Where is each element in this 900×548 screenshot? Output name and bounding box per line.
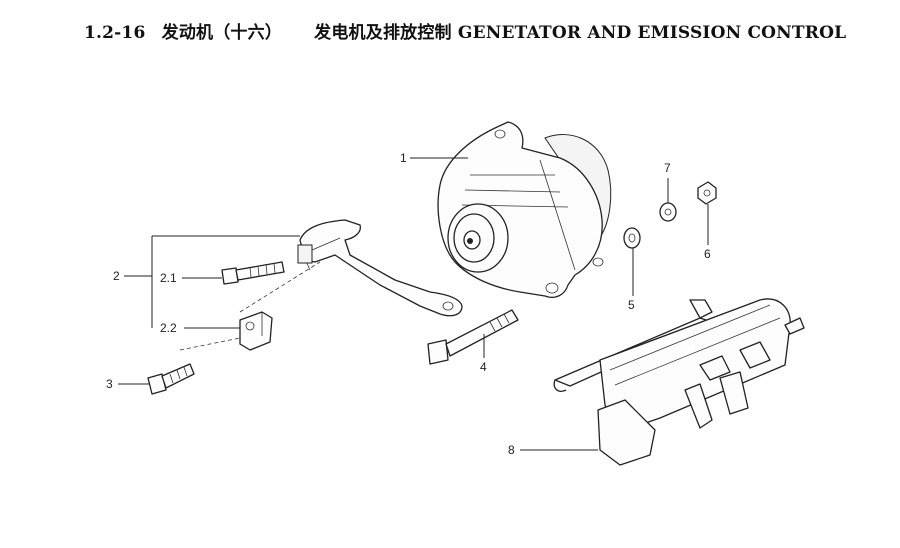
callout-labels: 1 2 2.1 2.2 3 4 5 6 7 8 xyxy=(106,151,711,457)
callout-2-2: 2.2 xyxy=(160,321,177,335)
bolt-part-2-1[interactable] xyxy=(221,261,285,285)
callout-7: 7 xyxy=(664,161,671,175)
bolt-part-3[interactable] xyxy=(147,363,195,395)
clamp-part-2-2[interactable] xyxy=(239,311,273,351)
emission-canister-part-8[interactable] xyxy=(553,298,805,466)
callout-6: 6 xyxy=(704,247,711,261)
callout-2-1: 2.1 xyxy=(160,271,177,285)
section-title-cn: 发动机（十六） xyxy=(161,23,283,43)
section-subtitle: 发电机及排放控制 GENETATOR AND EMISSION CONTROL xyxy=(314,23,847,43)
callout-1: 1 xyxy=(400,151,407,165)
washer-part-5[interactable] xyxy=(623,227,641,249)
callout-2: 2 xyxy=(113,269,120,283)
section-number: 1.2-16 xyxy=(84,23,146,43)
nut-part-6[interactable] xyxy=(697,181,717,205)
bracket-part-2[interactable] xyxy=(297,219,463,317)
callout-8: 8 xyxy=(508,443,515,457)
callout-3: 3 xyxy=(106,377,113,391)
alternator-part-1[interactable] xyxy=(437,121,612,299)
bolt-part-4[interactable] xyxy=(427,309,519,365)
page-title: 1.2-16 发动机（十六） 发电机及排放控制 GENETATOR AND EM… xyxy=(84,18,846,43)
callout-4: 4 xyxy=(480,360,487,374)
lock-washer-part-7[interactable] xyxy=(659,202,677,222)
leader-lines xyxy=(118,157,709,451)
callout-5: 5 xyxy=(628,298,635,312)
